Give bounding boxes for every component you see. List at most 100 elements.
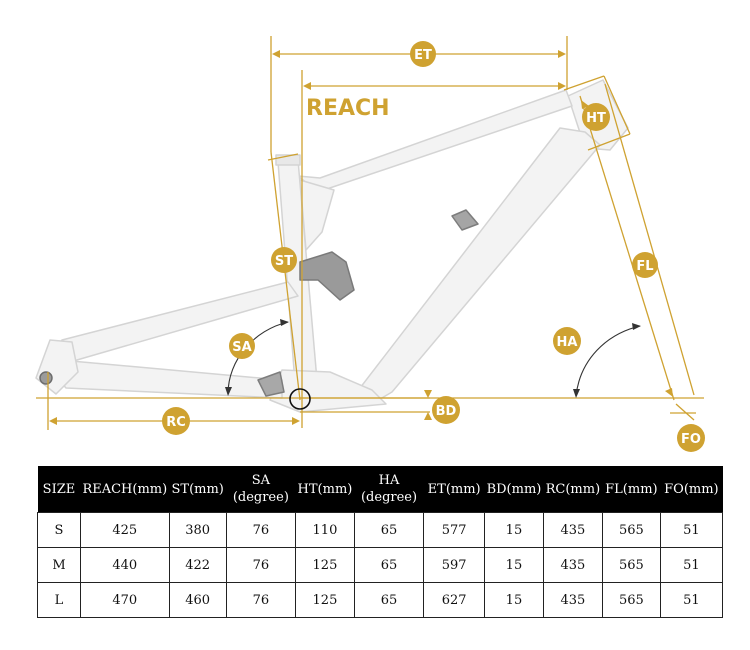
table-cell: 51 bbox=[659, 512, 724, 548]
ht-bracket-bottom bbox=[587, 133, 631, 151]
sa-badge-label: SA bbox=[232, 340, 251, 355]
table-header-cell: ET(mm) bbox=[423, 466, 485, 513]
table-cell: 380 bbox=[168, 512, 227, 548]
down-tube bbox=[359, 127, 601, 406]
ht-badge: HT bbox=[582, 103, 610, 131]
table-header-cell: HA (degree) bbox=[354, 466, 424, 513]
table-cell: 422 bbox=[168, 547, 227, 583]
st-badge: ST bbox=[271, 247, 297, 273]
ha-arrow-start bbox=[632, 323, 641, 330]
table-header-cell: SA (degree) bbox=[226, 466, 296, 513]
table-cell: 470 bbox=[79, 582, 170, 618]
st-bracket-top bbox=[267, 153, 299, 161]
fl-badge-label: FL bbox=[636, 259, 653, 274]
fl-badge: FL bbox=[632, 252, 658, 278]
bd-arrow-up bbox=[424, 390, 432, 398]
rc-badge-label: RC bbox=[166, 415, 186, 430]
reach-arrow-right bbox=[558, 82, 566, 90]
table-cell: 51 bbox=[659, 547, 724, 583]
fork-length-line bbox=[579, 95, 675, 401]
ha-badge-label: HA bbox=[557, 335, 578, 350]
et-badge: ET bbox=[410, 41, 436, 67]
st-badge-label: ST bbox=[275, 254, 293, 269]
bottom-bracket-marker bbox=[289, 388, 311, 410]
bd-arrow-down bbox=[424, 412, 432, 420]
seat-stay bbox=[51, 281, 299, 363]
et-arrow-right bbox=[558, 50, 566, 58]
fork-offset-axis bbox=[604, 83, 695, 396]
table-cell: 125 bbox=[295, 547, 355, 583]
tube-gusset bbox=[299, 179, 335, 251]
ha-badge: HA bbox=[553, 327, 581, 355]
bd-badge: BD bbox=[432, 396, 460, 424]
table-cell: 435 bbox=[542, 547, 603, 583]
fo-tick-b bbox=[675, 403, 695, 421]
table-cell: 15 bbox=[484, 512, 544, 548]
et-arrow-left bbox=[272, 50, 280, 58]
bottom-bracket-shell bbox=[269, 369, 387, 413]
ha-arrow-end bbox=[573, 389, 580, 398]
table-cell: 76 bbox=[225, 547, 297, 583]
table-header-cell: RC(mm) bbox=[543, 466, 603, 513]
table-cell: 460 bbox=[168, 582, 227, 618]
table-cell: 577 bbox=[423, 512, 486, 548]
seat-tube-axis bbox=[270, 151, 301, 401]
table-header-cell: SIZE bbox=[37, 466, 81, 513]
table-cell: 51 bbox=[659, 582, 724, 618]
table-cell: 565 bbox=[601, 582, 661, 618]
table-header-cell: FO(mm) bbox=[660, 466, 723, 513]
angle-arrowheads bbox=[225, 319, 641, 398]
table-cell: 110 bbox=[295, 512, 355, 548]
table-cell: 65 bbox=[353, 512, 425, 548]
fo-badge: FO bbox=[677, 424, 705, 452]
rear-axle bbox=[39, 371, 53, 385]
table-header-cell: BD(mm) bbox=[484, 466, 544, 513]
table-cell: 565 bbox=[601, 512, 661, 548]
bike-frame bbox=[35, 79, 629, 413]
rocker-link bbox=[299, 251, 355, 301]
table-cell: 565 bbox=[601, 547, 661, 583]
table-cell: 76 bbox=[225, 512, 297, 548]
table-cell: 627 bbox=[423, 582, 486, 618]
fo-badge-label: FO bbox=[681, 432, 701, 447]
table-header-cell: ST(mm) bbox=[169, 466, 227, 513]
arrowheads bbox=[49, 50, 673, 425]
bd-badge-label: BD bbox=[436, 404, 457, 419]
seat-clamp bbox=[275, 154, 301, 166]
rc-badge: RC bbox=[162, 407, 190, 435]
sa-arrow-end bbox=[225, 387, 232, 396]
frame-geometry-diagram: REACH ET HT ST FL HA SA RC bbox=[35, 36, 705, 452]
rc-arrow-right bbox=[292, 417, 300, 425]
chain-stay bbox=[51, 359, 283, 399]
table-cell: 425 bbox=[79, 512, 170, 548]
table-cell: 15 bbox=[484, 582, 544, 618]
table-cell: 597 bbox=[423, 547, 486, 583]
main-pivot bbox=[257, 371, 285, 397]
table-header-cell: REACH(mm) bbox=[80, 466, 170, 513]
table-cell: 65 bbox=[353, 582, 425, 618]
table-cell: 125 bbox=[295, 582, 355, 618]
table-cell: 65 bbox=[353, 547, 425, 583]
sa-arrow-start bbox=[280, 319, 289, 326]
ha-angle-arc bbox=[575, 325, 641, 397]
size-cell: L bbox=[37, 582, 81, 618]
table-header-cell: FL(mm) bbox=[602, 466, 661, 513]
shock-mount bbox=[451, 209, 479, 231]
size-cell: M bbox=[37, 547, 81, 583]
table-cell: 440 bbox=[79, 547, 170, 583]
ht-bracket-top bbox=[563, 75, 605, 91]
table-cell: 435 bbox=[542, 582, 603, 618]
fl-arrow-bottom bbox=[665, 388, 673, 397]
table-cell: 76 bbox=[225, 582, 297, 618]
table-cell: 15 bbox=[484, 547, 544, 583]
rc-arrow-left bbox=[49, 417, 57, 425]
et-badge-label: ET bbox=[414, 48, 432, 63]
sa-badge: SA bbox=[229, 333, 255, 359]
